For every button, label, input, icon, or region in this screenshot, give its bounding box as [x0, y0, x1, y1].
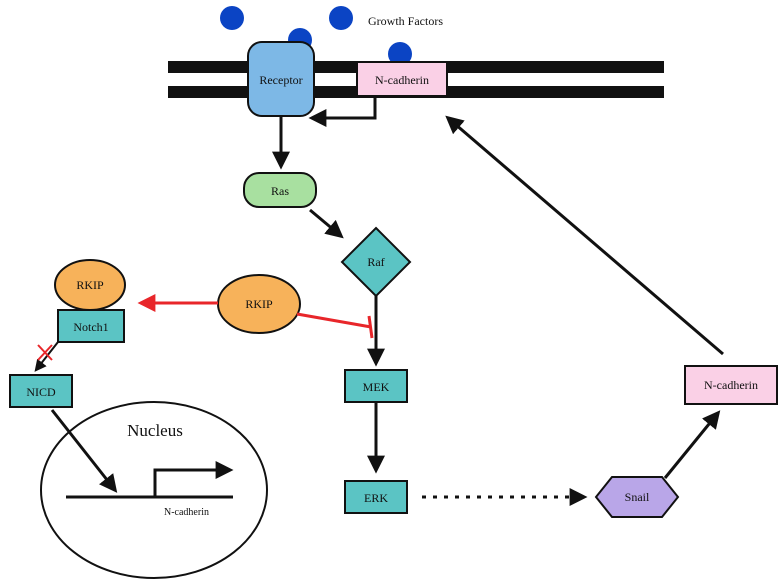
raf-label: Raf	[367, 255, 384, 269]
arrow-ncadherin-to-receptor	[308, 96, 377, 127]
n-cadherin-gene-label: N-cadherin	[164, 507, 209, 518]
arrow-ras-to-raf	[309, 208, 344, 239]
blocked-cross-mark	[37, 344, 53, 361]
snail-node	[594, 476, 680, 518]
growth-factor-dot	[329, 6, 353, 30]
growth-factor-dot	[388, 42, 412, 66]
arrow-nicd-to-gene	[50, 409, 118, 493]
ras-node	[243, 172, 317, 208]
growth-factor-dots	[220, 6, 412, 66]
rkip-left-label: RKIP	[76, 278, 104, 292]
arrow-n-cadherin-to-membrane	[445, 115, 724, 356]
n-cadherin-right-node	[684, 365, 778, 405]
n-cadherin-membrane-label: N-cadherin	[375, 73, 429, 87]
ras-label: Ras	[271, 184, 289, 198]
snail-label: Snail	[625, 490, 650, 504]
rkip-center-label: RKIP	[245, 297, 273, 311]
nucleus-label: Nucleus	[127, 421, 183, 440]
erk-node	[344, 480, 408, 514]
growth-factor-dot	[220, 6, 244, 30]
mek-node	[344, 369, 408, 403]
n-cadherin-membrane-node	[356, 61, 448, 97]
nicd-label: NICD	[26, 385, 56, 399]
receptor-label: Receptor	[259, 73, 302, 87]
arrow-snail-to-n-cadherin	[663, 410, 721, 479]
notch1-node	[57, 309, 125, 343]
erk-label: ERK	[364, 491, 388, 505]
n-cadherin-right-label: N-cadherin	[704, 378, 758, 392]
transcription-start-arrow	[153, 461, 234, 497]
nicd-node	[9, 374, 73, 408]
nucleus	[40, 401, 268, 579]
growth-factors-label: Growth Factors	[368, 14, 443, 28]
inhibition-rkip-to-raf	[296, 312, 374, 339]
notch1-label: Notch1	[73, 320, 108, 334]
mek-label: MEK	[363, 380, 390, 394]
